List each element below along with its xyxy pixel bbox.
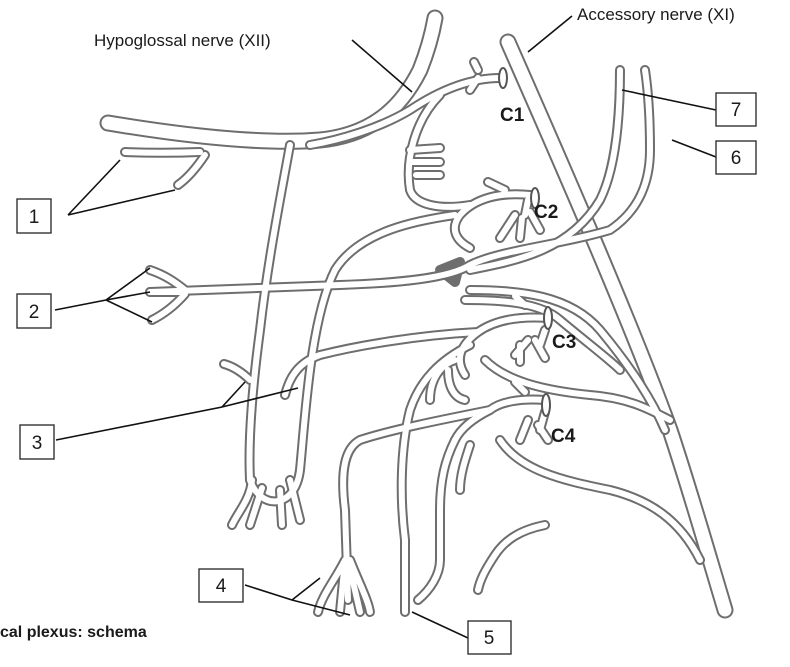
accessory-nerve-label: Accessory nerve (XI) (577, 5, 735, 24)
nerve-drawing (108, 18, 725, 612)
callout-number: 4 (216, 576, 227, 597)
callout-7: 7 (716, 93, 756, 126)
hypoglossal-nerve-label: Hypoglossal nerve (XII) (94, 31, 271, 50)
callout-3: 3 (20, 425, 54, 459)
callout-6: 6 (716, 141, 756, 174)
callout-number: 3 (32, 433, 43, 454)
callout-2: 2 (17, 294, 51, 328)
callout-number: 1 (29, 207, 40, 228)
callout-number: 6 (731, 148, 742, 169)
c4-label: C4 (551, 426, 576, 447)
c3-label: C3 (552, 332, 576, 353)
callout-5: 5 (468, 621, 511, 654)
callout-number: 2 (29, 302, 40, 323)
callout-4: 4 (199, 569, 243, 602)
c1-label: C1 (500, 105, 525, 126)
callout-number: 5 (484, 628, 495, 649)
callout-1: 1 (17, 199, 51, 233)
callout-number: 7 (731, 100, 742, 121)
figure-caption: cal plexus: schema (0, 624, 147, 641)
c2-label: C2 (534, 202, 558, 223)
